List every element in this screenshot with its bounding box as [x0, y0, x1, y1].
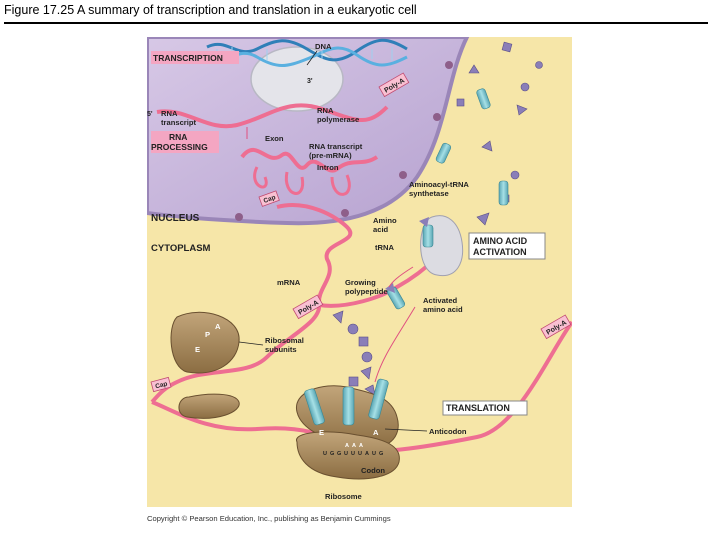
activated-amino-acid — [385, 283, 395, 293]
svg-text:Cap: Cap — [263, 194, 277, 205]
intron-label: Intron — [317, 163, 339, 172]
trna-label: tRNA — [375, 243, 394, 252]
dna-leader — [306, 50, 318, 66]
intron-loop — [330, 174, 351, 196]
svg-text:U: U — [323, 451, 327, 457]
synthetase-bound-amino-acid — [419, 217, 429, 227]
svg-text:A: A — [352, 443, 356, 449]
nucleus-header: NUCLEUS — [151, 213, 200, 224]
exon-label: Exon — [265, 134, 284, 143]
svg-text:U: U — [372, 451, 376, 457]
mrna-strand — [150, 203, 353, 404]
rna-transcript-label-line1: RNA — [161, 109, 178, 118]
three-prime-label: 3' — [307, 78, 313, 85]
anticodon-letters: A A A — [345, 443, 363, 449]
trna-p-site — [342, 386, 355, 426]
free-trnas — [435, 88, 509, 206]
cap-top: Cap — [258, 190, 280, 207]
amino-acid-activation-box — [468, 232, 546, 260]
pre-mrna-label-line1: RNA transcript — [309, 142, 363, 151]
svg-text:U: U — [344, 451, 348, 457]
translation-box — [442, 400, 528, 416]
trna-e-site — [304, 388, 325, 426]
codon-label: Codon — [361, 466, 385, 475]
pre-mrna-label-line2: (pre-mRNA) — [309, 151, 352, 160]
polypeptide-chain — [332, 310, 376, 396]
mrna-codon-letters: U G G U U U A U G — [323, 451, 383, 457]
copyright-note: Copyright © Pearson Education, Inc., pub… — [147, 514, 391, 523]
growing-polypeptide-label-line1: Growing — [345, 278, 376, 287]
rna-polymerase-label-line1: RNA — [317, 106, 334, 115]
svg-text:G: G — [337, 451, 341, 457]
amino-acid-label-line1: Amino — [373, 216, 397, 225]
svg-text:U: U — [351, 451, 355, 457]
svg-text:G: G — [379, 451, 383, 457]
small-subunit-site-p: P — [205, 330, 210, 339]
cytoplasm-header: CYTOPLASM — [151, 243, 211, 254]
diagram-svg: Poly-A Cap TRANSCRIPTION RNA PROCESSING … — [147, 37, 572, 507]
process-arrows — [246, 127, 416, 383]
transcription-header-box — [151, 51, 239, 64]
rna-transcript-label-line2: transcript — [161, 118, 196, 127]
free-amino-acids — [456, 41, 543, 226]
intron-loop — [253, 166, 268, 189]
anticodon-leader — [384, 428, 428, 432]
ribosomal-subunits-leader — [238, 341, 264, 346]
ribosomal-subunits-label-line1: Ribosomal — [265, 336, 304, 345]
synthetase-bound-trna — [422, 224, 434, 248]
amino-acid-activation-line2: ACTIVATION — [473, 247, 527, 257]
pre-mrna-strand — [240, 148, 379, 173]
mrna-label: mRNA — [277, 278, 301, 287]
dna-label: DNA — [315, 42, 332, 51]
svg-text:A: A — [365, 451, 369, 457]
activated-amino-acid-label-line1: Activated — [423, 296, 458, 305]
svg-text:A: A — [359, 443, 363, 449]
ribosome-site-e: E — [319, 428, 324, 437]
amino-acid-activation-line1: AMINO ACID — [473, 236, 528, 246]
transcription-header: TRANSCRIPTION — [153, 53, 223, 63]
ribosome-site-a: A — [373, 428, 379, 437]
small-subunit-site-a: A — [215, 322, 221, 331]
rna-polymerase-label-line2: polymerase — [317, 115, 359, 124]
rna-processing-header-line1: RNA — [169, 132, 187, 142]
rna-processing-header-line2: PROCESSING — [151, 142, 208, 152]
aminoacyl-trna-synthetase-label-line1: Aminoacyl-tRNA — [409, 180, 469, 189]
aminoacyl-trna-synthetase-label-line2: synthetase — [409, 189, 449, 198]
svg-text:U: U — [358, 451, 362, 457]
svg-text:A: A — [345, 443, 349, 449]
title-rule — [4, 22, 708, 24]
small-subunit-site-e: E — [195, 345, 200, 354]
activated-amino-acid-label-line2: amino acid — [423, 305, 463, 314]
svg-text:Cap: Cap — [155, 380, 169, 390]
cap-left: Cap — [150, 376, 172, 393]
rna-polymerase — [250, 46, 344, 112]
ribosome-label: Ribosome — [325, 492, 362, 501]
five-prime-label: 5' — [147, 111, 153, 118]
amino-acid-label-line2: acid — [373, 225, 389, 234]
trna-a-site — [368, 378, 389, 420]
ribosomal-subunits — [170, 311, 240, 419]
ribosomal-subunits-label-line2: subunits — [265, 345, 297, 354]
svg-text:G: G — [330, 451, 334, 457]
rna-transcript-strand — [156, 103, 389, 129]
nuclear-pores — [235, 61, 453, 221]
figure-title: Figure 17.25 A summary of transcription … — [4, 3, 417, 17]
rna-processing-header-box — [151, 131, 219, 153]
intron-loop — [284, 171, 305, 195]
translation-header: TRANSLATION — [446, 403, 510, 413]
anticodon-label: Anticodon — [429, 427, 467, 436]
growing-polypeptide-label-line2: polypeptide — [345, 287, 388, 296]
diagram-panel: Poly-A Cap TRANSCRIPTION RNA PROCESSING … — [147, 37, 572, 507]
